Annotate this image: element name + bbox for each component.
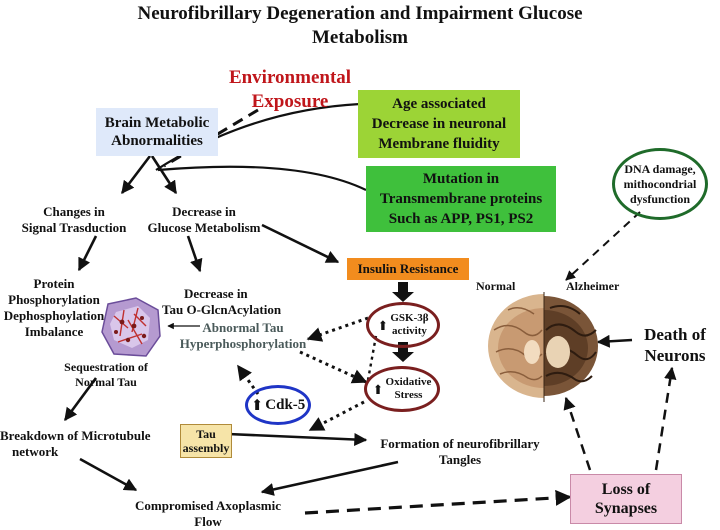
brain-comparison-image [488, 292, 598, 402]
brain-metabolic-line-1: Brain Metabolic [104, 115, 210, 131]
gsk-line-2: activity [392, 325, 427, 337]
age-line-3: Membrane fluidity [378, 136, 500, 152]
insulin-label: Insulin Resistance [357, 261, 459, 276]
cdk5-up-arrow-icon: ⬆ [250, 397, 264, 414]
mutation-line-1: Mutation in [422, 171, 500, 187]
abnormal-tau-label: Abnormal Tau Hyperphosphorylation [178, 320, 308, 352]
cdk5-circle: ⬆ Cdk-5 [245, 385, 311, 425]
death-line-2: Neurons [644, 346, 706, 365]
axoplasmic-line-1: Compromised Axoplasmic [134, 498, 281, 513]
tangles-line-1: Formation of neurofibrillary [380, 436, 540, 451]
mutation-line-2: Transmembrane proteins [379, 191, 543, 207]
axoplasmic-line-2: Flow [194, 514, 222, 529]
neurofibrillary-tangles-label: Formation of neurofibrillary Tangles [370, 436, 550, 468]
block-arrow-insulin-to-gsk [392, 282, 414, 302]
environmental-line-2: Exposure [251, 91, 329, 112]
tau-assembly-line-2: assembly [182, 441, 230, 455]
tau-assembly-line-1: Tau [196, 427, 216, 441]
oxidative-up-arrow-icon: ⬆ [372, 381, 384, 397]
glucose-line-2: Glucose Metabolism [147, 220, 261, 235]
normal-label: Normal [476, 279, 516, 293]
brain-metabolic-line-2: Abnormalities [111, 133, 203, 149]
curve-mutation-to-brain [157, 165, 367, 191]
gsk-line-1: GSK-3β [390, 312, 429, 324]
sequestration-label: Sequestration of Normal Tau [56, 360, 156, 390]
dna-damage-circle: DNA damage, mithocondrial dysfunction [612, 148, 708, 220]
dot-oxidative-to-tau-assembly [308, 400, 365, 432]
title-line-1: Neurofibrillary Degeneration and Impairm… [137, 3, 583, 24]
axoplasmic-flow-label: Compromised Axoplasmic Flow [108, 498, 308, 530]
mutation-box: Mutation in Transmembrane proteins Such … [366, 166, 556, 232]
protein-line-2: Phosphorylation [8, 292, 100, 307]
mutation-line-3: Such as APP, PS1, PS2 [388, 211, 534, 227]
signal-transduction-label: Changes in Signal Trasduction [4, 204, 144, 236]
age-associated-box: Age associated Decrease in neuronal Memb… [358, 90, 520, 158]
dna-line-1: DNA damage, [624, 161, 696, 176]
synapses-line-2: Synapses [594, 500, 658, 517]
oglc-line-2: Tau O-GlcnAcylation [162, 302, 282, 317]
title-line-2: Metabolism [311, 27, 409, 48]
oglc-line-1: Decrease in [184, 286, 248, 301]
breakdown-microtubule-label: Breakdown of Microtubule network [0, 428, 170, 460]
gsk-activity-circle: ⬆ GSK-3β activity [366, 302, 440, 348]
dash-dna-to-brain [565, 211, 641, 281]
protein-phosphorylation-label: Protein Phosphorylation Dephosphoylation… [0, 276, 108, 340]
abnormal-tau-line-1: Abnormal Tau [202, 320, 284, 335]
arrow-brain-to-signal [120, 155, 152, 195]
dash-synapses-to-neurons [654, 366, 677, 471]
arrow-sequestration-to-breakdown [63, 377, 98, 422]
dot-gsk-to-abnormal-tau [306, 316, 369, 342]
dot-cdk-to-abnormal-tau [236, 364, 260, 395]
dash-synapses-to-brain [563, 396, 592, 471]
gsk-up-arrow-icon: ⬆ [377, 317, 389, 333]
arrow-tangles-to-axoplasmic [260, 460, 399, 496]
signal-line-2: Signal Trasduction [21, 220, 127, 235]
diagram-title: Neurofibrillary Degeneration and Impairm… [0, 2, 720, 50]
dna-line-2: mithocondrial [623, 176, 697, 191]
dot-abnormal-tau-to-oxidative [299, 350, 368, 384]
loss-of-synapses-box: Loss of Synapses [570, 474, 682, 524]
signal-line-1: Changes in [43, 204, 105, 219]
breakdown-line-2: network [12, 444, 59, 459]
age-line-1: Age associated [392, 96, 486, 112]
sequestration-line-1: Sequestration of [64, 360, 148, 374]
synapses-line-1: Loss of [601, 481, 651, 498]
arrow-tau-assembly-to-tangles [227, 432, 368, 446]
insulin-resistance-box: Insulin Resistance [347, 258, 469, 280]
protein-line-1: Protein [33, 276, 75, 291]
glucose-metabolism-label: Decrease in Glucose Metabolism [140, 204, 268, 236]
death-of-neurons-label: Death of Neurons [632, 324, 718, 366]
abnormal-tau-line-2: Hyperphosphorylation [179, 336, 307, 351]
tau-assembly-box: Tau assembly [180, 424, 232, 458]
block-arrow-gsk-to-oxidative [392, 342, 414, 362]
arrow-glucose-to-insulin [261, 223, 340, 264]
arrow-glucose-to-oglc [186, 235, 203, 273]
protein-line-4: Imbalance [24, 324, 84, 339]
arrow-brain-to-glucose [150, 155, 178, 195]
glucose-line-1: Decrease in [172, 204, 236, 219]
arrow-signal-to-protein [77, 235, 98, 272]
dash-axoplasmic-to-synapses [304, 489, 572, 515]
neuron-cell-image [101, 297, 161, 357]
arrow-breakdown-to-axoplasmic [79, 457, 138, 492]
environmental-exposure-label: Environmental Exposure [205, 66, 375, 114]
dot-gsk-to-oxidative [366, 335, 378, 381]
oxidative-line-2: Stress [394, 389, 423, 401]
death-line-1: Death of [644, 325, 706, 344]
tangles-line-2: Tangles [438, 452, 482, 467]
oxidative-stress-circle: ⬆ Oxidative Stress [364, 366, 440, 412]
brain-metabolic-box: Brain Metabolic Abnormalities [96, 108, 218, 156]
arrow-neurons-to-brain [596, 334, 633, 348]
age-line-2: Decrease in neuronal [371, 116, 507, 132]
environmental-line-1: Environmental [228, 67, 352, 88]
sequestration-line-2: Normal Tau [75, 375, 137, 389]
dna-line-3: dysfunction [629, 191, 691, 206]
breakdown-line-1: Breakdown of Microtubule [0, 428, 151, 443]
cdk5-label: Cdk-5 [265, 396, 306, 413]
tau-oglcnacylation-label: Decrease in Tau O-GlcnAcylation [162, 286, 290, 318]
oxidative-line-1: Oxidative [385, 376, 432, 388]
alzheimer-label: Alzheimer [566, 279, 620, 293]
protein-line-3: Dephosphoylation [3, 308, 105, 323]
